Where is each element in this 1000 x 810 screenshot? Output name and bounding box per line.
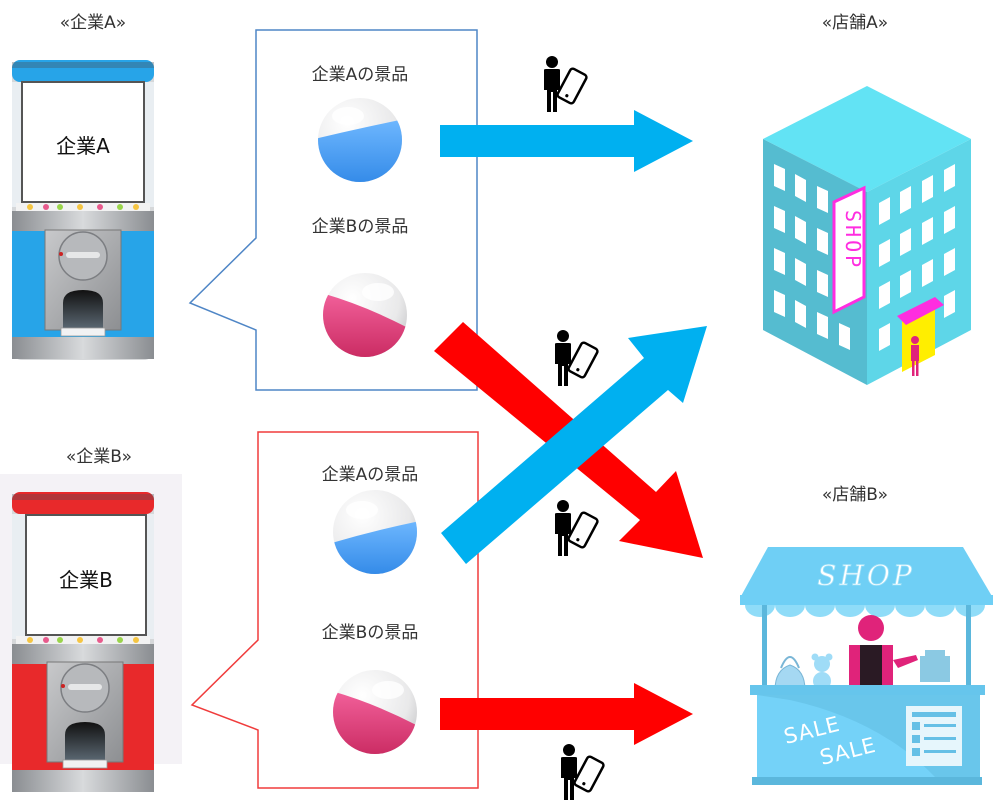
company-a-title: «企業A» bbox=[59, 13, 127, 33]
store-b-stall bbox=[740, 547, 993, 785]
gashapon-machine-b bbox=[0, 474, 182, 792]
capsule-a-in-bubble-b bbox=[333, 490, 417, 574]
company-b-title: «企業B» bbox=[65, 447, 133, 467]
gashapon-machine-a bbox=[12, 60, 154, 360]
flow-arrow-red-straight bbox=[440, 683, 693, 745]
flow-arrow-blue-straight bbox=[440, 110, 693, 172]
person-with-smartphone-icon-1 bbox=[544, 56, 588, 112]
store-a-shop-sign bbox=[832, 185, 866, 315]
store-b-awning-text: SHOP bbox=[817, 559, 914, 592]
person-with-smartphone-icon-2 bbox=[555, 330, 599, 386]
store-b-awning-scallops bbox=[745, 605, 985, 617]
bubble-b-prize-a-label: 企業Aの景品 bbox=[321, 465, 419, 485]
store-a-title: «店舗A» bbox=[821, 13, 889, 33]
machine-a-label: 企業A bbox=[56, 134, 110, 158]
bubble-b-prize-b-label: 企業Bの景品 bbox=[321, 623, 419, 643]
prize-bubble-a bbox=[188, 29, 478, 391]
person-with-smartphone-icon-3 bbox=[555, 500, 599, 556]
store-a-windows-right bbox=[879, 164, 955, 351]
bubble-a-prize-b-label: 企業Bの景品 bbox=[311, 217, 409, 237]
capsule-b-in-bubble-a bbox=[323, 273, 407, 357]
machine-b-window bbox=[25, 514, 147, 636]
machine-a-window bbox=[21, 81, 145, 203]
capsule-b-in-bubble-b bbox=[333, 670, 417, 754]
store-b-title: «店舗B» bbox=[821, 485, 889, 505]
prize-bubble-b bbox=[190, 431, 479, 789]
store-a-building bbox=[763, 86, 971, 385]
machine-b-balls-strip bbox=[16, 636, 150, 644]
machine-b-label: 企業B bbox=[59, 568, 113, 592]
flow-arrow-blue-diagonal bbox=[441, 326, 707, 564]
store-a-sign-text: SHOP bbox=[841, 210, 865, 270]
store-a-windows-left bbox=[774, 164, 850, 350]
capsule-a-in-bubble-a bbox=[318, 98, 402, 182]
machine-a-balls-strip bbox=[16, 203, 150, 211]
person-with-smartphone-icon-4 bbox=[561, 744, 605, 800]
bubble-a-prize-a-label: 企業Aの景品 bbox=[311, 65, 409, 85]
